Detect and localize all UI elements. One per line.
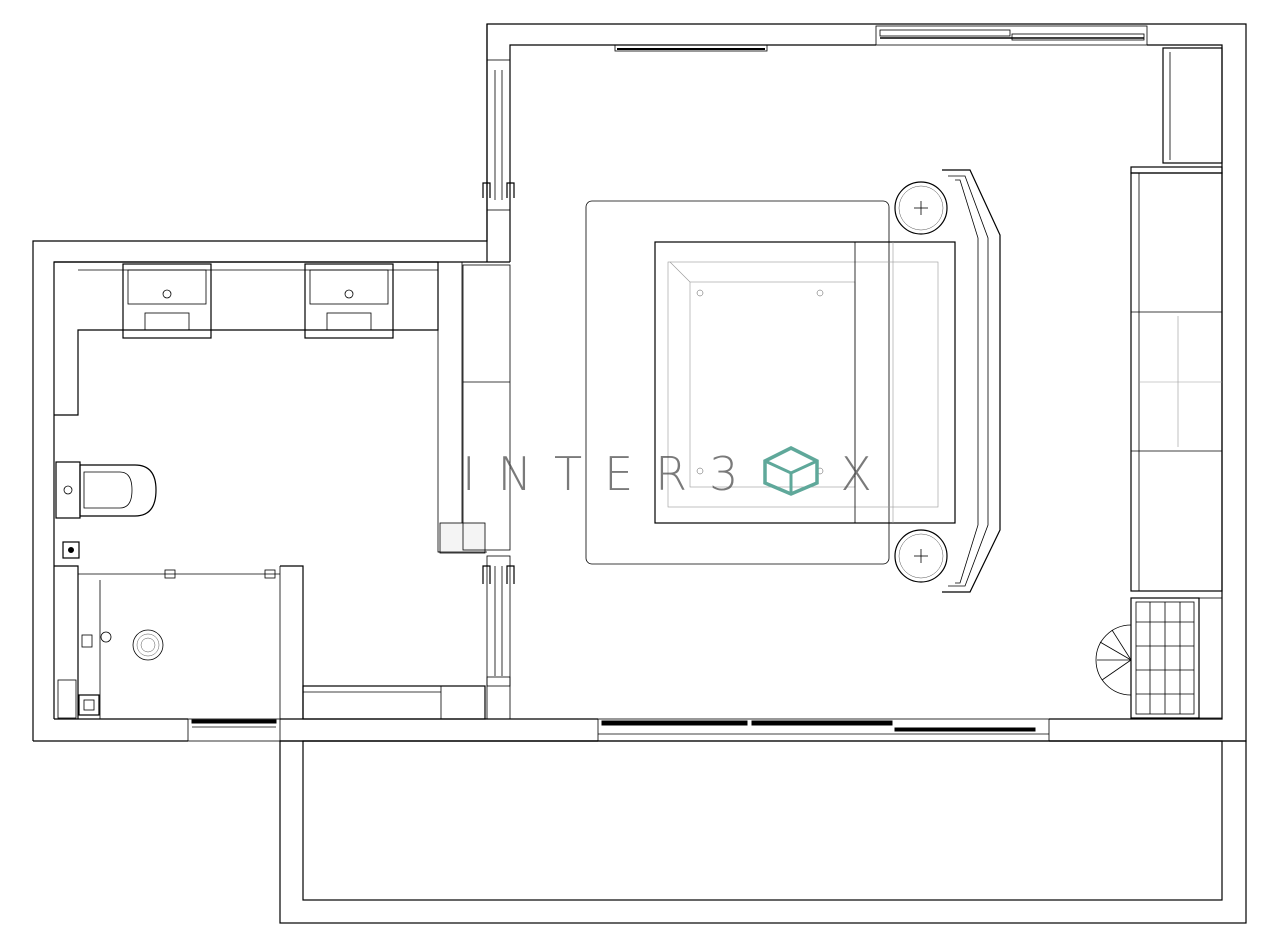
- sink-left: [122, 263, 212, 339]
- bath-bottom-window: [187, 718, 281, 742]
- sink-right: [304, 263, 394, 339]
- tall-cabinet-top-right: [1162, 47, 1223, 164]
- rug: [585, 200, 890, 565]
- bottom-sliding-door: [597, 718, 1050, 742]
- shelf-unit: [1130, 597, 1223, 719]
- watermark-text-after: X: [840, 447, 894, 501]
- cube-logo-icon: [763, 446, 820, 496]
- exterior-walls: [32, 23, 1247, 742]
- wardrobe-right: [1130, 166, 1223, 592]
- nightstand-top: [894, 181, 948, 235]
- watermark-text-before: INTER3: [462, 447, 761, 501]
- interbox-watermark: INTER3 X: [462, 446, 894, 497]
- top-window-right: [875, 25, 1148, 46]
- vanity-counter: [54, 261, 487, 554]
- bed: [654, 169, 1001, 593]
- shower: [54, 565, 304, 719]
- toilet: [55, 461, 157, 519]
- top-window-left: [614, 44, 768, 52]
- bath-bottom-cabinet: [302, 685, 486, 720]
- wardrobe-bath: [462, 264, 511, 551]
- partition-wall: [482, 59, 515, 720]
- terrace-outline: [279, 740, 1247, 924]
- nightstand-bottom: [894, 529, 948, 583]
- spiral-stair: [1095, 624, 1132, 696]
- bidet-spray: [62, 541, 80, 559]
